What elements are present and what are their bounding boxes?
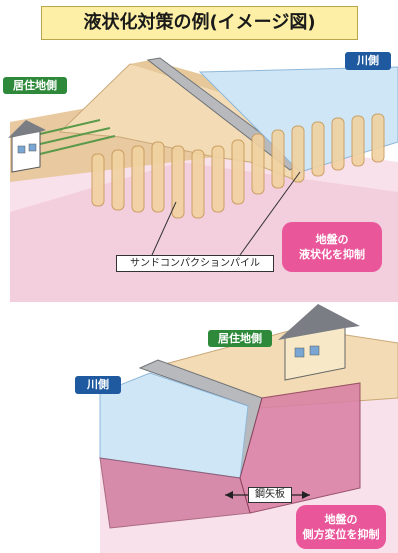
sand-pile [271,129,285,189]
bottom-residential-tag: 居住地側 [208,330,272,347]
bottom-steel-sheet-piles [99,382,361,529]
bottom-callout: 地盤の 側方変位を抑制 [296,505,386,549]
sand-pile [131,145,145,213]
bottom-callout-line1: 地盤の [324,513,358,526]
sand-pile [311,121,325,177]
sheet-arrow-right-head [302,491,310,499]
sand-pile [151,141,165,213]
top-river-tag: 川側 [345,52,391,70]
sand-pile [91,153,105,207]
bottom-river-tag: 川側 [75,376,121,394]
sand-pile [111,149,125,211]
pile-leader-line [151,201,177,256]
bottom-callout-line2: 側方変位を抑制 [302,528,380,541]
bottom-river-water [99,372,249,479]
sand-pile [211,145,225,213]
sand-pile [171,145,185,219]
sand-pile [251,133,265,195]
sand-pile [331,117,345,171]
top-callout-line1: 地盤の [315,233,349,246]
diagram-title: 液状化対策の例(イメージ図) [41,6,358,40]
sand-pile [291,125,305,183]
top-river-water [198,66,398,173]
top-callout-line2: 液状化を抑制 [299,248,365,261]
top-residential-tag: 居住地側 [3,77,67,94]
top-field [39,119,116,155]
bottom-house [278,304,360,381]
top-callout: 地盤の 液状化を抑制 [282,222,382,272]
sand-pile [351,115,365,167]
pile-leader-line [239,171,301,256]
sheet-arrow-left-head [225,491,233,499]
sand-pile [371,113,385,163]
sand-pile [231,139,245,205]
sheet-label: 鋼矢板 [248,487,292,503]
top-house [8,120,46,173]
top-sand-piles [91,113,385,219]
pile-label: サンドコンパクションパイル [116,255,274,272]
sand-pile [191,149,205,219]
